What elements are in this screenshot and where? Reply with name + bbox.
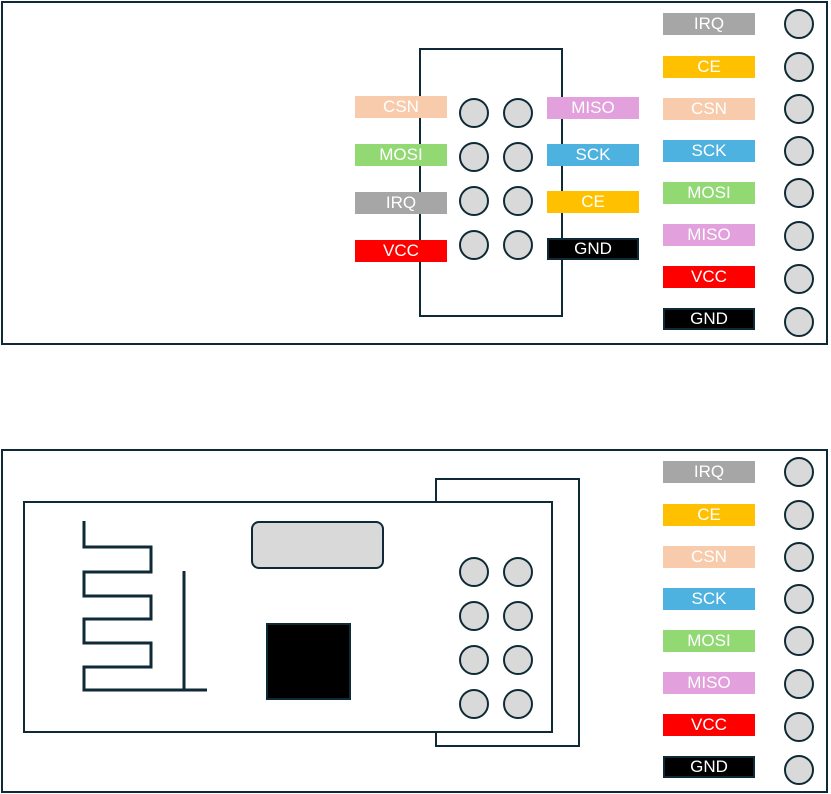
- side-pin: [784, 669, 814, 699]
- side-pin: [784, 457, 814, 487]
- header-pin: [503, 601, 533, 631]
- side-label-miso: MISO: [663, 224, 755, 246]
- header-pin: [503, 645, 533, 675]
- side-pin: [784, 9, 814, 39]
- header-pin: [459, 186, 489, 216]
- side-label-vcc: VCC: [663, 266, 755, 288]
- side-label-ce: CE: [663, 56, 755, 78]
- side-label-irq: IRQ: [663, 13, 755, 35]
- header-pin: [459, 645, 489, 675]
- side-pin: [784, 755, 814, 785]
- side-pin: [784, 712, 814, 742]
- side-label-gnd: GND: [663, 308, 755, 330]
- side-label-gnd: GND: [663, 756, 755, 778]
- side-pin: [784, 264, 814, 294]
- header-right-label-miso: MISO: [547, 97, 639, 119]
- side-label-vcc: VCC: [663, 714, 755, 736]
- header-pin: [459, 98, 489, 128]
- side-label-mosi: MOSI: [663, 182, 755, 204]
- side-pin: [784, 52, 814, 82]
- side-label-csn: CSN: [663, 98, 755, 120]
- header-left-label-irq: IRQ: [355, 192, 447, 214]
- header-right-label-gnd: GND: [547, 238, 639, 260]
- header-right-label-ce: CE: [547, 191, 639, 213]
- crystal-oscillator: [251, 521, 384, 569]
- transceiver-chip: [266, 623, 351, 700]
- side-label-sck: SCK: [663, 140, 755, 162]
- side-label-ce: CE: [663, 504, 755, 526]
- side-label-mosi: MOSI: [663, 630, 755, 652]
- header-pin: [503, 98, 533, 128]
- side-pin: [784, 542, 814, 572]
- header-pin: [459, 557, 489, 587]
- side-pin: [784, 136, 814, 166]
- header-pin: [503, 557, 533, 587]
- header-pin: [503, 186, 533, 216]
- side-label-irq: IRQ: [663, 461, 755, 483]
- side-pin: [784, 626, 814, 656]
- side-label-miso: MISO: [663, 672, 755, 694]
- header-pin: [503, 230, 533, 260]
- header-right-label-sck: SCK: [547, 144, 639, 166]
- side-pin: [784, 94, 814, 124]
- header-pin: [503, 689, 533, 719]
- header-pin: [459, 230, 489, 260]
- header-left-label-vcc: VCC: [355, 240, 447, 262]
- header-pin: [503, 142, 533, 172]
- header-pin: [459, 689, 489, 719]
- side-pin: [784, 178, 814, 208]
- header-left-label-mosi: MOSI: [355, 144, 447, 166]
- header-pin: [459, 601, 489, 631]
- side-label-sck: SCK: [663, 588, 755, 610]
- header-left-label-csn: CSN: [355, 96, 447, 118]
- side-pin: [784, 307, 814, 337]
- side-label-csn: CSN: [663, 546, 755, 568]
- side-pin: [784, 584, 814, 614]
- header-connector-outline: [419, 48, 563, 317]
- header-pin: [459, 142, 489, 172]
- side-pin: [784, 500, 814, 530]
- side-pin: [784, 221, 814, 251]
